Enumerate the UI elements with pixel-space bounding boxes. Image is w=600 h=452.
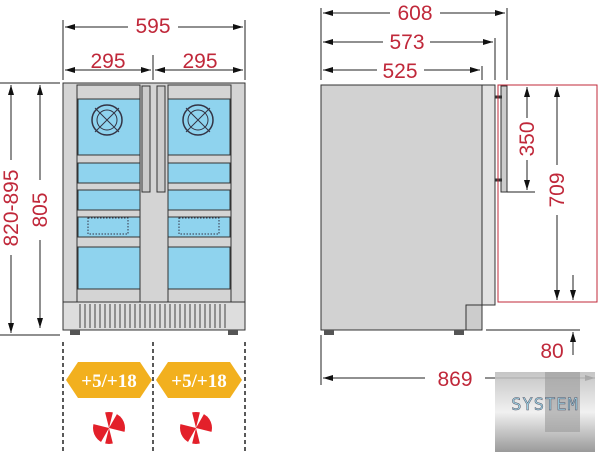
system-logo: SYSTEM bbox=[495, 372, 595, 452]
side-view: 608 573 525 350 709 80 869 bbox=[320, 2, 598, 391]
fan-icon bbox=[182, 104, 214, 136]
fan-cooling-icon bbox=[93, 412, 125, 444]
dim-width-total: 595 bbox=[135, 15, 170, 38]
temperature-range-right: +5/+18 bbox=[171, 371, 226, 392]
dim-base-clearance: 80 bbox=[540, 340, 563, 363]
side-handle bbox=[500, 85, 508, 193]
dim-door-opening-height: 709 bbox=[546, 172, 569, 207]
dim-depth-with-door: 573 bbox=[389, 31, 424, 54]
zone-right: +5/+18 bbox=[156, 362, 242, 444]
dim-open-door-depth: 869 bbox=[437, 368, 472, 391]
temperature-zones: +5/+18 +5/+18 bbox=[62, 342, 246, 452]
logo-text: SYSTEM bbox=[511, 395, 578, 415]
dim-right-door-width: 295 bbox=[182, 50, 217, 73]
fan-icon bbox=[91, 104, 123, 136]
dim-height-body: 805 bbox=[29, 192, 52, 227]
temperature-range-left: +5/+18 bbox=[81, 371, 136, 392]
dim-handle-length: 350 bbox=[516, 121, 539, 156]
dim-depth-with-handle: 608 bbox=[397, 2, 432, 25]
dim-left-door-width: 295 bbox=[90, 50, 125, 73]
left-door[interactable] bbox=[76, 84, 141, 303]
dim-depth-body: 525 bbox=[382, 60, 417, 83]
front-view: 595 295 295 820-895 805 bbox=[0, 15, 246, 336]
right-handle bbox=[156, 85, 166, 193]
fan-cooling-icon bbox=[180, 412, 212, 444]
right-door[interactable] bbox=[167, 84, 232, 303]
left-handle bbox=[141, 85, 151, 193]
door-swing-outline bbox=[497, 84, 598, 303]
zone-left: +5/+18 bbox=[66, 362, 152, 444]
dim-height-adjustable: 820-895 bbox=[0, 169, 23, 246]
side-door bbox=[481, 84, 496, 306]
